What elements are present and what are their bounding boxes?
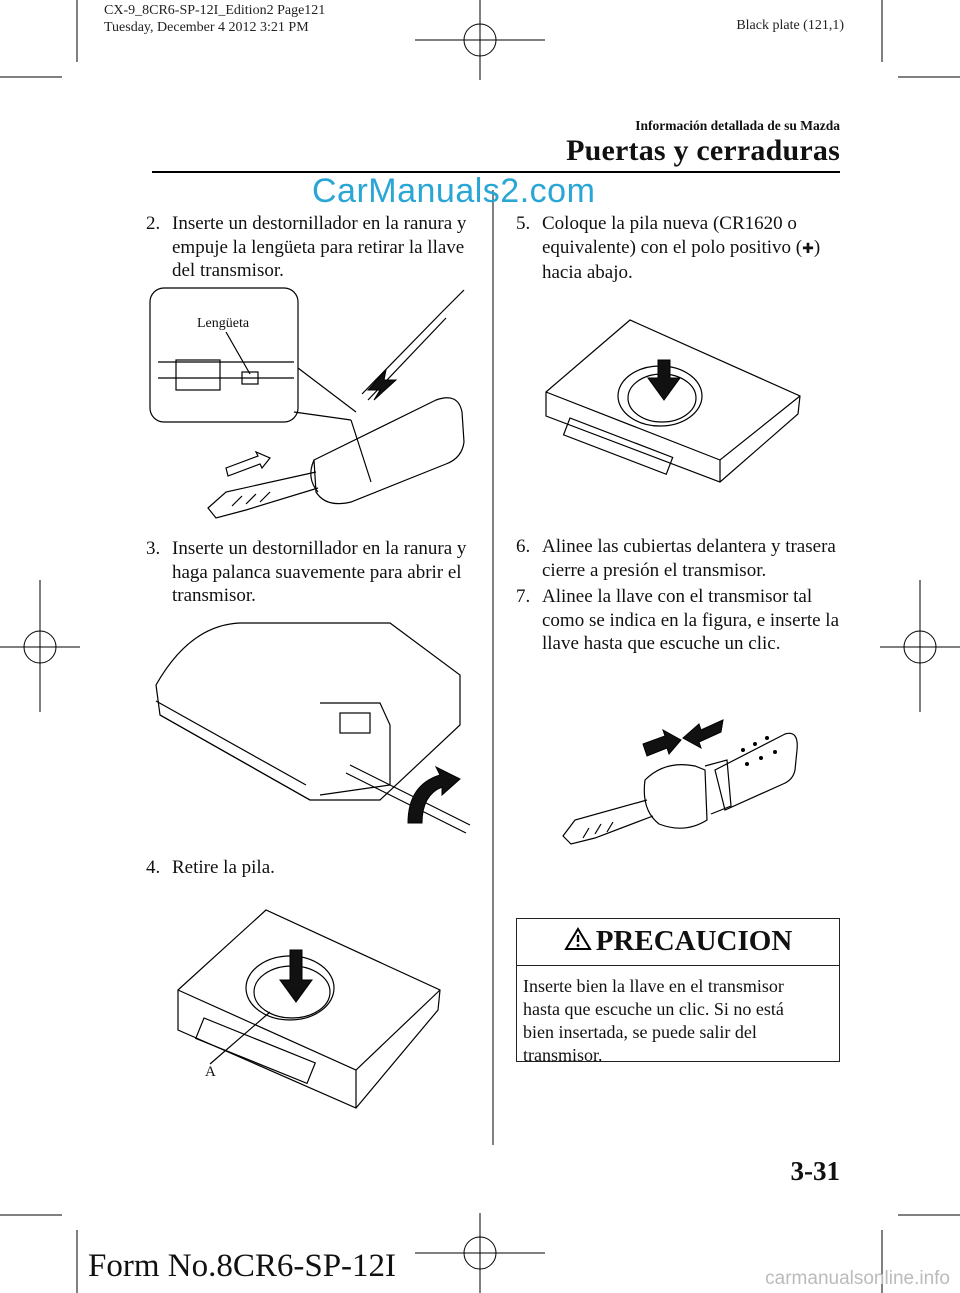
section-title: Puertas y cerraduras	[566, 134, 840, 167]
step-6: 6. Alinee las cubiertas delantera y tras…	[516, 535, 846, 582]
figure-insert-key	[562, 719, 798, 845]
step-5-text: Coloque la pila nueva (CR1620 o equivale…	[542, 212, 846, 285]
page-number: 3-31	[790, 1156, 841, 1186]
figure-label-lengueta: Lengüeta	[197, 316, 250, 331]
step-5-number: 5.	[516, 213, 531, 234]
figure-insert-battery	[545, 319, 801, 483]
step-4-text: Retire la pila.	[172, 857, 275, 878]
caution-box: PRECAUCION Inserte bien la llave en el t…	[516, 918, 840, 1065]
caution-divider	[517, 965, 839, 966]
step-2-number: 2.	[146, 213, 161, 234]
step-4-number: 4.	[146, 857, 161, 878]
figure-pry-open	[155, 622, 471, 834]
step-7-text: Alinee la llave con el transmisor tal co…	[542, 586, 840, 654]
print-meta: CX-9_8CR6-SP-12I_Edition2 Page121 Tuesda…	[104, 2, 325, 36]
caution-text: Inserte bien la llave en el transmisor h…	[523, 976, 784, 1065]
step-3: 3. Inserte un destornillador en la ranur…	[146, 537, 476, 608]
step-5-text-after: ) hacia abajo.	[542, 236, 821, 284]
step-4: 4. Retire la pila.	[146, 856, 476, 880]
watermark-logo: CarManuals2.com	[312, 172, 596, 210]
figure-key-removal	[149, 287, 465, 519]
step-7: 7. Alinee la llave con el transmisor tal…	[516, 585, 846, 656]
step-2: 2. Inserte un destornillador en la ranur…	[146, 212, 476, 283]
step-6-number: 6.	[516, 536, 531, 557]
plus-icon: ✚	[802, 241, 814, 257]
caution-heading: PRECAUCION	[517, 925, 839, 958]
section-subtitle: Información detallada de su Mazda	[635, 118, 840, 133]
caution-title: PRECAUCION	[595, 925, 793, 957]
step-2-text: Inserte un destornillador en la ranura y…	[172, 213, 467, 281]
step-5: 5. Coloque la pila nueva (CR1620 o equiv…	[516, 212, 846, 285]
print-meta-line2: Tuesday, December 4 2012 3:21 PM	[104, 20, 309, 35]
form-number: Form No.8CR6-SP-12I	[88, 1248, 397, 1284]
site-watermark: carmanualsonline.info	[765, 1268, 950, 1289]
figure-label-a: A	[205, 1064, 216, 1080]
warning-triangle-icon	[563, 927, 592, 950]
step-3-text: Inserte un destornillador en la ranura y…	[172, 538, 467, 606]
step-6-text: Alinee las cubiertas delantera y trasera…	[542, 536, 836, 581]
step-5-text-before: Coloque la pila nueva (CR1620 o equivale…	[542, 213, 803, 258]
plate-label: Black plate (121,1)	[736, 18, 844, 33]
figure-remove-battery	[177, 909, 441, 1109]
step-3-number: 3.	[146, 538, 161, 559]
print-meta-line1: CX-9_8CR6-SP-12I_Edition2 Page121	[104, 3, 326, 18]
step-7-number: 7.	[516, 586, 531, 607]
